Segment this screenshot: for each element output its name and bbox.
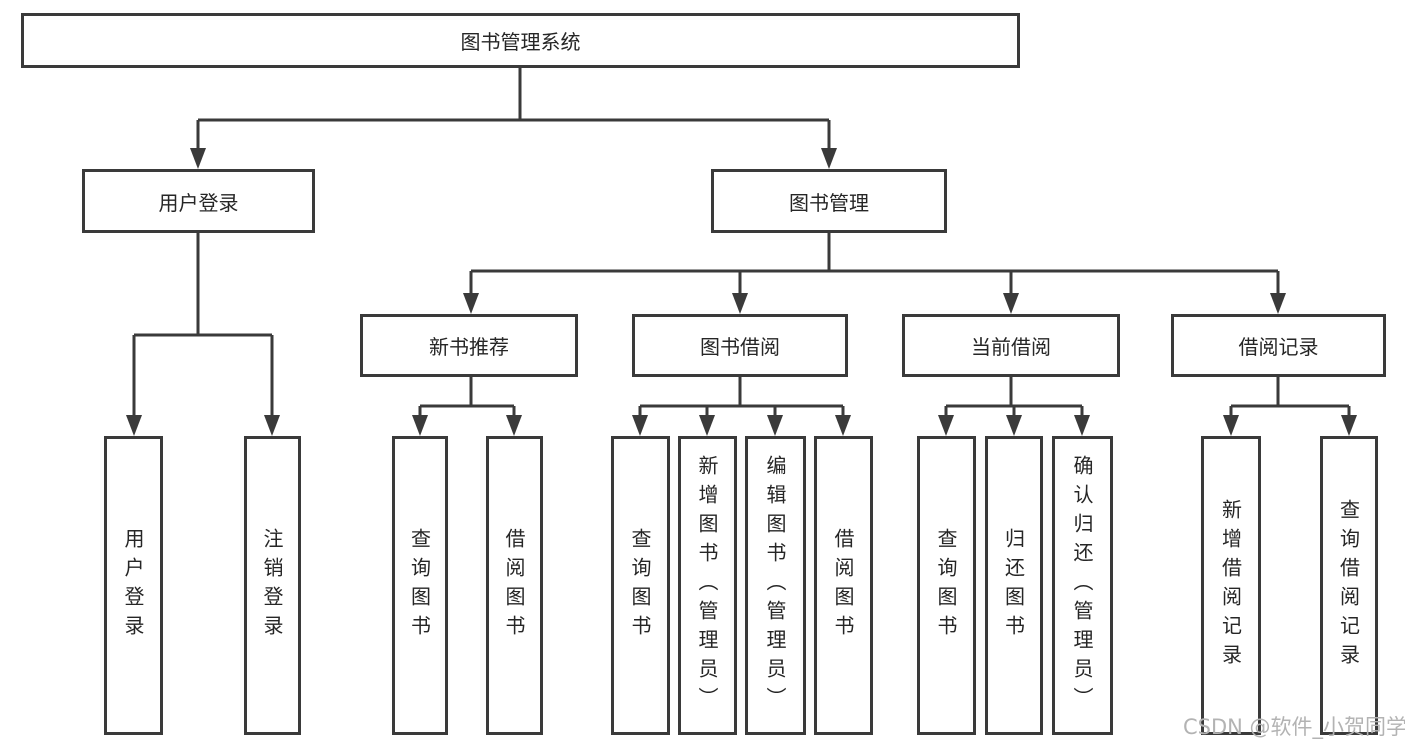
connector-borrowing-group [638, 377, 845, 417]
leaf-return-book: 归还图书 [985, 436, 1043, 735]
leaf-logout: 注销登录 [244, 436, 301, 735]
connector-new-book-group [418, 377, 516, 417]
connector-book-management-group [469, 233, 1280, 295]
node-new-book-recommend: 新书推荐 [360, 314, 578, 377]
node-current-borrowing: 当前借阅 [902, 314, 1120, 377]
connector-user-login-group [132, 233, 274, 417]
node-library-system: 图书管理系统 [21, 13, 1020, 68]
node-borrowing-records: 借阅记录 [1171, 314, 1386, 377]
node-book-borrowing: 图书借阅 [632, 314, 848, 377]
leaf-borrow-books-recommend: 借阅图书 [486, 436, 543, 735]
leaf-query-books-borrowing: 查询图书 [611, 436, 670, 735]
leaf-query-borrow-record: 查询借阅记录 [1320, 436, 1378, 735]
connector-current-group [944, 377, 1084, 417]
leaf-query-books-current: 查询图书 [917, 436, 976, 735]
arrowheads [126, 148, 1357, 436]
node-user-login: 用户登录 [82, 169, 315, 233]
leaf-edit-book-admin: 编辑图书（管理员） [745, 436, 806, 735]
connector-records-group [1229, 377, 1351, 417]
node-book-management: 图书管理 [711, 169, 947, 233]
leaf-add-book-admin: 新增图书（管理员） [678, 436, 737, 735]
csdn-watermark: CSDN @软件_小贺同学 [1183, 715, 1405, 739]
connector-root-to-level2 [196, 68, 831, 150]
leaf-user-login: 用户登录 [104, 436, 163, 735]
leaf-confirm-return-admin: 确认归还（管理员） [1052, 436, 1113, 735]
leaf-add-borrow-record: 新增借阅记录 [1201, 436, 1261, 735]
leaf-query-books-recommend: 查询图书 [392, 436, 448, 735]
leaf-borrow-books-borrowing: 借阅图书 [814, 436, 873, 735]
